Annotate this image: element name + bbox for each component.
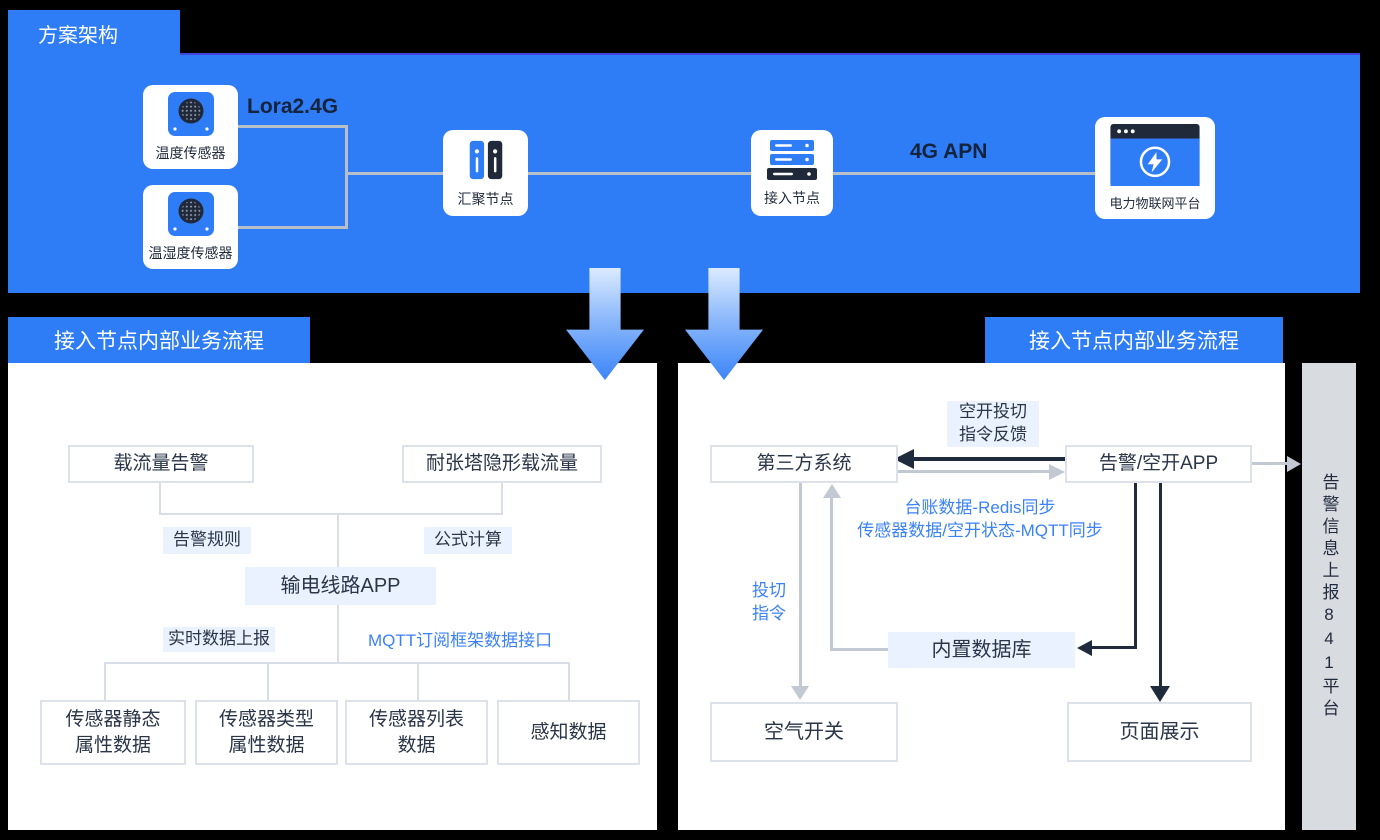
transmission-app-box: 输电线路APP xyxy=(245,567,436,605)
mqtt-sync-label: 传感器数据/空开状态-MQTT同步 xyxy=(857,521,1103,540)
builtin-database-box: 内置数据库 xyxy=(888,632,1075,668)
sync-arrowhead-right xyxy=(1049,464,1065,480)
app-db-arrowhead-left xyxy=(1077,640,1092,656)
builtin-database-label: 内置数据库 xyxy=(931,639,1032,661)
sensor-temp-label: 温度传感器 xyxy=(155,144,226,161)
sensor-humidity-label: 温湿度传感器 xyxy=(148,244,233,261)
feedback-arrow-line xyxy=(912,457,1065,461)
tree-line xyxy=(159,513,503,515)
left-panel-tab: 接入节点内部业务流程 xyxy=(8,317,310,363)
banner-title-tab: 方案架构 xyxy=(8,10,180,57)
tension-tower-box: 耐张塔隐形载流量 xyxy=(402,445,602,483)
tree-line xyxy=(159,483,161,513)
feedback-arrowhead-left xyxy=(894,449,914,469)
switch-feedback-label: 空开投切 指令反馈 xyxy=(947,401,1039,447)
app-db-line-vertical xyxy=(1134,483,1137,649)
air-switch-box: 空气开关 xyxy=(710,702,898,762)
db-up-line xyxy=(830,497,833,650)
switch-feedback-line2: 指令反馈 xyxy=(959,425,1027,444)
formula-calc-text: 公式计算 xyxy=(434,530,502,550)
connector-line xyxy=(345,172,455,175)
tree-line xyxy=(337,605,339,662)
connector-line xyxy=(238,125,348,128)
load-alarm-box: 载流量告警 xyxy=(68,445,254,483)
report-platform-bar: 告警信息上报841平台 xyxy=(1302,363,1356,830)
gateway-towers-icon xyxy=(469,140,502,179)
air-switch-label: 空气开关 xyxy=(764,720,844,743)
sensor-list-box: 传感器列表 数据 xyxy=(345,700,488,765)
realtime-report-label: 实时数据上报 xyxy=(163,627,275,652)
server-stack-icon xyxy=(767,139,817,180)
third-party-system-box: 第三方系统 xyxy=(710,445,898,483)
app-display-line xyxy=(1159,483,1162,686)
sensor-humidity-card: 温湿度传感器 xyxy=(143,185,238,269)
report-arrow-line xyxy=(1252,462,1288,465)
switch-feedback-line1: 空开投切 xyxy=(959,402,1027,422)
page-display-box: 页面展示 xyxy=(1067,702,1252,762)
tree-line xyxy=(417,662,419,700)
connector-line xyxy=(528,172,758,175)
sensor-type-line1: 传感器类型 xyxy=(218,708,314,730)
connector-line xyxy=(833,172,1103,175)
left-panel-title: 接入节点内部业务流程 xyxy=(54,330,264,353)
switch-cmd-line2: 指令 xyxy=(752,603,786,623)
tree-line xyxy=(104,662,106,700)
perception-data-label: 感知数据 xyxy=(530,721,607,743)
sync-arrow-line xyxy=(898,470,1051,473)
formula-calc-label: 公式计算 xyxy=(424,527,512,554)
tree-line xyxy=(501,483,503,513)
switch-cmd-line1: 投切 xyxy=(752,581,786,600)
access-node-card: 接入节点 xyxy=(751,130,833,216)
power-platform-browser-icon xyxy=(1110,124,1200,186)
sensor-type-line2: 属性数据 xyxy=(228,734,305,756)
sensor-list-line2: 数据 xyxy=(397,734,436,756)
gateway-node-label: 汇聚节点 xyxy=(457,190,514,207)
page-display-label: 页面展示 xyxy=(1119,720,1200,743)
perception-data-box: 感知数据 xyxy=(497,700,640,765)
connector-line xyxy=(238,226,348,229)
platform-card: 电力物联网平台 xyxy=(1095,117,1215,219)
load-alarm-label: 载流量告警 xyxy=(113,453,209,475)
alarm-app-label: 告警/空开APP xyxy=(1098,453,1219,475)
report-arrowhead-right xyxy=(1287,456,1301,472)
db-up-arrowhead xyxy=(823,484,841,498)
right-panel-title: 接入节点内部业务流程 xyxy=(1029,330,1239,353)
tree-line xyxy=(267,662,269,700)
app-display-arrowhead-down xyxy=(1150,686,1170,702)
sensor-static-line1: 传感器静态 xyxy=(65,708,161,730)
third-party-system-label: 第三方系统 xyxy=(756,453,852,475)
access-node-label: 接入节点 xyxy=(764,189,820,206)
tree-line xyxy=(337,513,339,567)
gateway-node-card: 汇聚节点 xyxy=(443,130,528,216)
alarm-rules-text: 告警规则 xyxy=(173,530,241,550)
app-db-line-horizontal xyxy=(1091,646,1137,649)
switch-cmd-label: 投切 指令 xyxy=(745,580,793,626)
sensor-list-line1: 传感器列表 xyxy=(368,708,464,730)
switch-cmd-line xyxy=(799,483,802,686)
platform-label: 电力物联网平台 xyxy=(1109,196,1201,211)
report-platform-vertical-text: 告警信息上报841平台 xyxy=(1319,472,1339,721)
sensor-static-line2: 属性数据 xyxy=(74,734,151,756)
tension-tower-label: 耐张塔隐形载流量 xyxy=(425,453,578,475)
tree-line xyxy=(568,662,570,700)
mqtt-interface-label: MQTT订阅框架数据接口 xyxy=(368,631,553,650)
transmission-app-label: 输电线路APP xyxy=(280,575,401,597)
sensor-static-box: 传感器静态 属性数据 xyxy=(40,700,186,765)
redis-sync-label: 台账数据-Redis同步 xyxy=(904,498,1056,517)
connector-line xyxy=(345,125,348,229)
alarm-app-box: 告警/空开APP xyxy=(1065,445,1252,483)
db-up-line-horizontal xyxy=(830,648,888,651)
banner-title: 方案架构 xyxy=(38,25,118,47)
speaker-sensor-icon xyxy=(167,91,214,136)
lora-link-label: Lora2.4G xyxy=(247,95,339,118)
tree-line xyxy=(104,662,570,664)
speaker-sensor-icon xyxy=(167,191,214,236)
realtime-report-text: 实时数据上报 xyxy=(168,629,270,649)
alarm-rules-label: 告警规则 xyxy=(163,527,251,554)
switch-cmd-arrowhead-down xyxy=(791,686,809,700)
right-panel-tab: 接入节点内部业务流程 xyxy=(985,317,1283,363)
sensor-temp-card: 温度传感器 xyxy=(143,85,238,169)
sensor-type-box: 传感器类型 属性数据 xyxy=(195,700,338,765)
apn-link-label: 4G APN xyxy=(910,140,988,163)
